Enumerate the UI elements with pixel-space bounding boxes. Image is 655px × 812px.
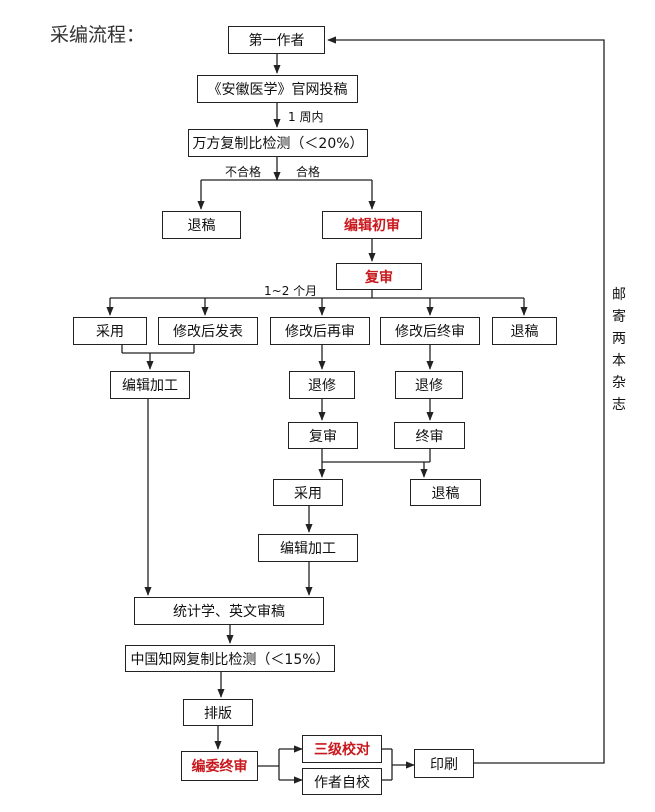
- box-reject-1: 退稿: [162, 211, 241, 239]
- box-second-review: 复审: [336, 263, 422, 290]
- page-title: 采编流程：: [50, 24, 146, 46]
- box-wanfang-check: 万方复制比检测（＜20%）: [188, 129, 368, 157]
- box-return-revise-2: 退修: [395, 371, 463, 399]
- box-accept-1: 采用: [73, 317, 147, 345]
- box-board-final: 编委终审: [181, 751, 258, 781]
- label-qualified: 合格: [296, 165, 321, 179]
- box-first-author: 第一作者: [228, 26, 325, 54]
- box-revise-rereview: 修改后再审: [270, 317, 370, 345]
- box-revise-publish: 修改后发表: [158, 317, 258, 345]
- box-initial-review: 编辑初审: [322, 211, 422, 239]
- box-stats-english: 统计学、英文审稿: [134, 597, 324, 625]
- box-print: 印刷: [414, 749, 474, 778]
- box-reject-2: 退稿: [492, 317, 557, 345]
- box-submit: 《安徽医学》官网投稿: [197, 75, 358, 103]
- box-three-proof: 三级校对: [302, 735, 382, 763]
- box-edit-process-2: 编辑加工: [258, 534, 358, 562]
- box-re-review: 复审: [288, 422, 358, 449]
- box-final-review: 终审: [394, 422, 465, 449]
- box-author-proof: 作者自校: [302, 768, 382, 795]
- box-revise-final: 修改后终审: [380, 317, 480, 345]
- box-reject-3: 退稿: [410, 479, 481, 506]
- side-text-mail-two-copies: 邮寄两本杂志: [612, 287, 626, 413]
- label-unqualified: 不合格: [225, 165, 262, 179]
- box-return-revise-1: 退修: [289, 371, 355, 399]
- label-one-week: 1 周内: [288, 110, 324, 124]
- box-typeset: 排版: [183, 699, 253, 726]
- box-cnki-check: 中国知网复制比检测（＜15%）: [125, 645, 335, 672]
- box-edit-process-1: 编辑加工: [110, 371, 190, 399]
- box-accept-2: 采用: [273, 479, 343, 506]
- label-one-two-months: 1~2 个月: [264, 284, 318, 298]
